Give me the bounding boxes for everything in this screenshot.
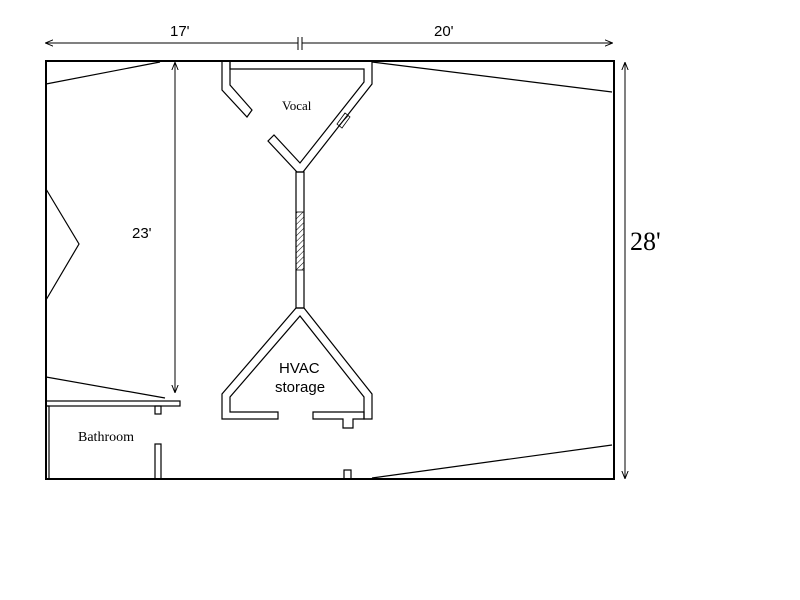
- room-label-hvac: HVAC: [279, 360, 320, 377]
- bottom-wall-post: [343, 469, 352, 480]
- dim-depth: 23': [132, 225, 152, 242]
- vocal-door-hatch: [336, 112, 351, 129]
- top-dimension: 17' 20': [46, 23, 612, 50]
- acoustic-panel-bottom-right: [371, 444, 613, 479]
- room-label-storage: storage: [275, 379, 325, 396]
- acoustic-panel-bottom-left: [45, 376, 166, 399]
- outer-wall: [45, 60, 615, 480]
- room-label-bathroom: Bathroom: [78, 430, 134, 445]
- dim-left-width: 17': [170, 23, 190, 40]
- room-label-vocal: Vocal: [282, 98, 312, 113]
- total-depth-dimension: 28': [625, 63, 661, 478]
- hvac-storage-walls: [221, 307, 373, 429]
- acoustic-panel-top-left: [45, 61, 161, 85]
- dim-right-width: 20': [434, 23, 454, 40]
- bathroom-walls: [45, 400, 181, 480]
- acoustic-panel-left: [45, 188, 80, 301]
- dim-total-depth: 28': [630, 227, 661, 256]
- center-wall-hatch: [295, 211, 305, 271]
- inner-depth-dimension: 23': [132, 63, 175, 392]
- acoustic-panel-top-right: [371, 61, 613, 93]
- vocal-booth-walls: [221, 60, 373, 173]
